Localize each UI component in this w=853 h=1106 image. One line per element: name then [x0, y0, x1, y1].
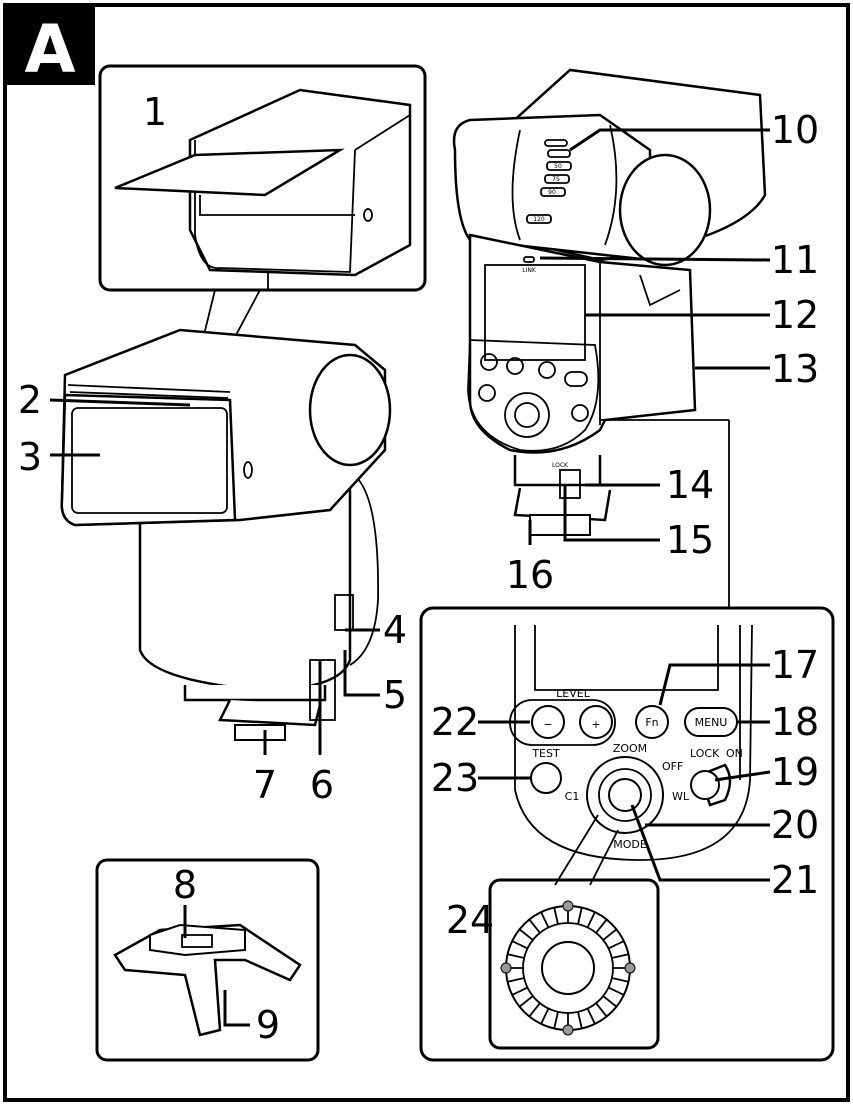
c1-label: C1 — [565, 790, 580, 803]
dial-rib — [540, 911, 550, 928]
dial-rib — [577, 907, 583, 925]
callout-14: 14 — [666, 463, 714, 507]
lock-label: LOCK — [690, 747, 720, 760]
callout-4: 4 — [383, 608, 407, 652]
callout-7: 7 — [253, 763, 277, 807]
zoom-mark-90: 90 — [548, 189, 556, 196]
callout-13: 13 — [771, 347, 819, 391]
link-label: LINK — [522, 267, 537, 274]
dial-rib — [540, 1008, 550, 1025]
callout-22: 22 — [431, 700, 479, 744]
dial-rib — [553, 907, 559, 925]
dial-rib — [511, 986, 528, 996]
dial-rib — [586, 1008, 596, 1025]
callout-16: 16 — [506, 553, 554, 597]
dial-rib — [611, 977, 629, 983]
on-label: ON — [726, 747, 743, 760]
fn-button: Fn — [645, 716, 658, 729]
dial-rib — [586, 911, 596, 928]
level-plus-button: + — [591, 718, 600, 731]
leader-lines — [49, 128, 771, 1027]
callout-17: 17 — [771, 643, 819, 687]
callout-3: 3 — [18, 435, 42, 479]
callout-19: 19 — [771, 750, 819, 794]
callout-24: 24 — [446, 898, 494, 942]
inset-dial-detail — [488, 878, 660, 1050]
off-label: OFF — [662, 760, 683, 773]
callout-5: 5 — [383, 673, 407, 717]
level-minus-button: − — [543, 718, 552, 731]
mode-label: MODE — [613, 838, 647, 851]
callout-11: 11 — [771, 238, 819, 282]
zoom-mark-50: 50 — [554, 163, 562, 170]
zoom-label: ZOOM — [613, 742, 647, 755]
panel-label: A — [5, 5, 95, 88]
callout-10: 10 — [771, 108, 819, 152]
test-label: TEST — [531, 747, 560, 760]
zoom-mark-75: 75 — [552, 176, 560, 183]
dial-rib — [528, 1002, 541, 1018]
callout-9: 9 — [256, 1003, 280, 1047]
menu-button: MENU — [695, 716, 728, 729]
callout-20: 20 — [771, 803, 819, 847]
dial-rib — [507, 953, 525, 959]
dial-rib — [595, 918, 608, 934]
dial-rib — [518, 995, 534, 1008]
inset-mini-stand — [95, 858, 320, 1062]
dial-rib — [611, 953, 629, 959]
callout-12: 12 — [771, 293, 819, 337]
dial-rib — [511, 940, 528, 950]
callout-18: 18 — [771, 700, 819, 744]
wl-label: WL — [672, 790, 690, 803]
dial-rib — [577, 1011, 583, 1029]
dial-rib — [507, 977, 525, 983]
callout-15: 15 — [666, 518, 714, 562]
outer-frame — [3, 3, 850, 1102]
dial-rib — [602, 995, 618, 1008]
dial-rib — [518, 928, 534, 941]
callout-23: 23 — [431, 756, 479, 800]
callout-6: 6 — [310, 763, 334, 807]
callout-8: 8 — [173, 863, 197, 907]
dial-rib — [528, 918, 541, 934]
inset-wide-panel — [98, 64, 427, 292]
callout-numbers: 1 2 3 4 5 6 7 8 9 10 11 12 13 14 15 16 1… — [18, 90, 819, 1047]
foot-lock-label: LOCK — [552, 462, 569, 469]
dial-rib — [595, 1002, 608, 1018]
dial-rib — [553, 1011, 559, 1029]
dial-rib — [608, 986, 625, 996]
flash-main-view — [60, 328, 392, 741]
svg-text:A: A — [24, 11, 75, 88]
flash-rear-view: 50 75 90 120 LINK LOCK — [452, 68, 767, 536]
level-label: LEVEL — [556, 687, 591, 700]
callout-21: 21 — [771, 858, 819, 902]
callout-2: 2 — [18, 378, 42, 422]
dial-rib — [602, 928, 618, 941]
dial-rib — [608, 940, 625, 950]
zoom-mark-120: 120 — [533, 216, 545, 223]
inset-control-panel: − + LEVEL Fn ZOOM MENU TEST C1 MODE LOCK… — [419, 419, 835, 1062]
callout-1: 1 — [143, 90, 167, 134]
